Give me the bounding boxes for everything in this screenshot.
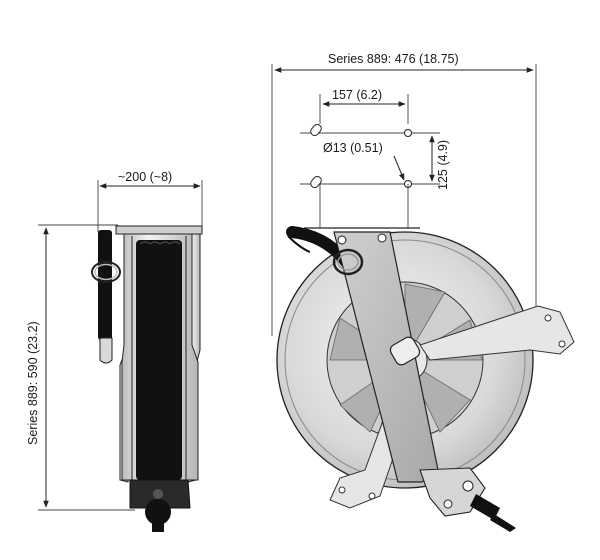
overall-width-label: Series 889: 476 (18.75)	[328, 52, 459, 66]
outlet-swivel	[470, 494, 500, 520]
swivel-joint	[145, 499, 171, 525]
hose-guide-ring	[332, 248, 364, 276]
side-view: Series 889: 590 (23.2) ~200 (~8)	[26, 170, 203, 532]
hole-spacing-vertical-label: 125 (4.9)	[436, 140, 450, 190]
hose-guide-arm	[98, 230, 112, 340]
side-width-label: ~200 (~8)	[118, 170, 172, 184]
hole-pattern: 157 (6.2) 125 (4.9) Ø13 (0.51)	[300, 88, 450, 229]
overall-width-dimension: Series 889: 476 (18.75)	[271, 52, 537, 336]
hose-clamp	[389, 336, 421, 366]
overall-height-label: Series 889: 590 (23.2)	[26, 321, 40, 445]
front-view: Series 889: 476 (18.75) 157 (6.2) 125 (4…	[271, 52, 575, 532]
hole-spacing-horizontal-label: 157 (6.2)	[332, 88, 382, 102]
pivot-base	[419, 467, 486, 517]
height-dimension: Series 889: 590 (23.2)	[26, 224, 135, 511]
mounting-slot-icon	[310, 123, 322, 189]
wall-bracket-right	[419, 305, 575, 361]
hole-diameter-label: Ø13 (0.51)	[323, 141, 383, 155]
side-width-dimension: ~200 (~8)	[97, 170, 203, 232]
top-bracket	[115, 225, 203, 235]
guide-ring	[91, 261, 121, 283]
coiled-hose	[136, 240, 182, 480]
